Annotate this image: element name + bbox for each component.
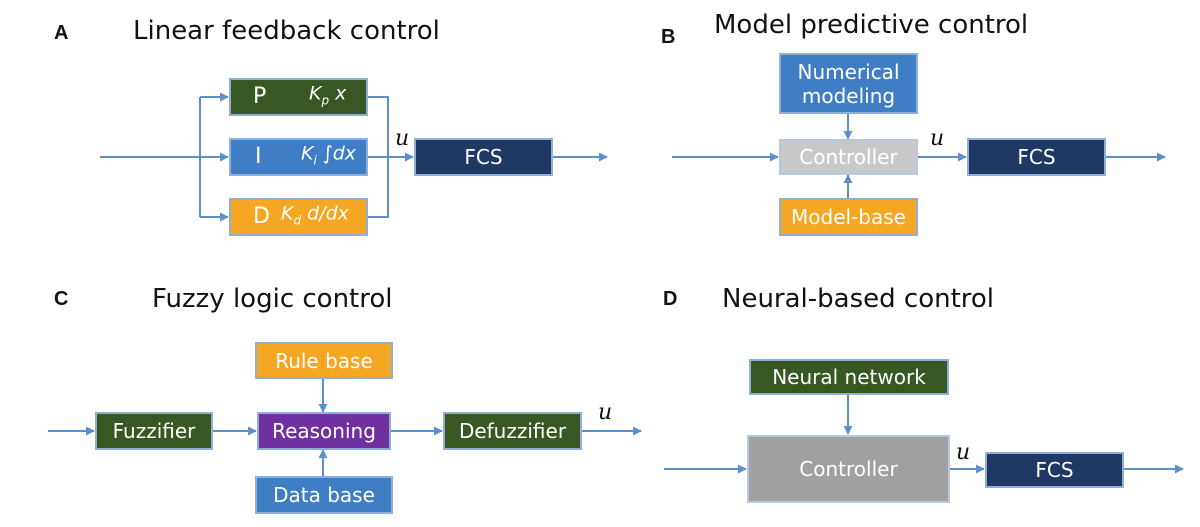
panel-c-title: Fuzzy logic control: [152, 284, 393, 314]
defuzzifier-block: Defuzzifier: [443, 412, 582, 450]
neural-network-block: Neural network: [749, 359, 949, 395]
fuzzifier-block: Fuzzifier: [95, 412, 213, 450]
rule-base-block: Rule base: [255, 342, 393, 379]
panel-b-letter: B: [661, 26, 676, 48]
numerical-modeling-block: Numerical modeling: [779, 53, 918, 114]
panel-d-title: Neural-based control: [722, 284, 995, 314]
d-formula: Kd d/dx: [281, 202, 349, 228]
numerical-modeling-line2: modeling: [801, 83, 896, 108]
panel-b-title: Model predictive control: [714, 10, 1029, 40]
reasoning-block: Reasoning: [257, 412, 391, 450]
p-gain-block: P Kp x: [229, 78, 368, 116]
b-fcs-block: FCS: [967, 138, 1106, 176]
panel-c-letter: C: [54, 288, 69, 310]
panel-d-letter: D: [663, 288, 678, 310]
i-gain-block: I Ki ∫dx: [229, 138, 368, 176]
p-letter: P: [253, 84, 267, 109]
d-gain-block: D Kd d/dx: [229, 198, 368, 236]
c-output-u: u: [598, 400, 613, 425]
b-output-u: u: [930, 126, 945, 151]
b-controller-block: Controller: [779, 139, 918, 175]
i-formula: Ki ∫dx: [301, 142, 357, 168]
model-base-block: Model-base: [779, 198, 918, 236]
numerical-modeling-line1: Numerical: [797, 59, 900, 84]
p-formula: Kp x: [309, 82, 347, 108]
a-fcs-block: FCS: [414, 138, 553, 176]
d-fcs-block: FCS: [985, 452, 1124, 488]
a-output-u: u: [395, 126, 410, 151]
panel-a-letter: A: [54, 22, 69, 44]
d-controller-block: Controller: [747, 435, 950, 503]
d-letter: D: [253, 204, 270, 229]
data-base-block: Data base: [255, 476, 393, 514]
d-output-u: u: [956, 440, 971, 465]
i-letter: I: [255, 144, 262, 169]
panel-a-title: Linear feedback control: [133, 16, 440, 46]
